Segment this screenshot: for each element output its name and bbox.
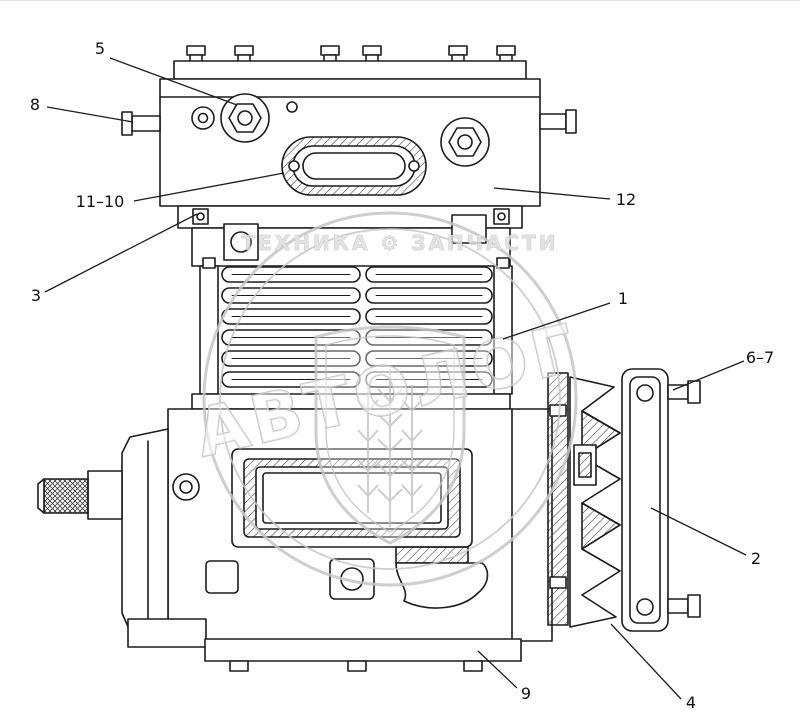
callout-labels: 5 8 11–10 3 12 1 6–7 2 9 4 <box>30 39 774 712</box>
leader-line-1 <box>502 302 611 340</box>
watermark-ring-inner <box>219 228 561 570</box>
watermark-ring-outer <box>202 211 578 587</box>
mounting-bolts <box>667 380 701 618</box>
bottom-flange <box>127 618 522 672</box>
callout-4: 4 <box>686 693 696 712</box>
leader-line-11-10 <box>133 172 285 202</box>
head-top-bolts <box>186 45 516 63</box>
callout-leader-lines <box>44 57 747 700</box>
inspection-window <box>231 448 473 548</box>
callout-5: 5 <box>95 39 105 58</box>
drive-shaft <box>37 470 123 520</box>
callout-11-10: 11–10 <box>76 192 125 211</box>
leader-line-4 <box>610 623 682 700</box>
leader-line-6-7 <box>672 360 745 391</box>
watermark-shield-inner <box>325 335 455 533</box>
head-gasket-plate <box>281 136 427 196</box>
callout-8: 8 <box>30 95 40 114</box>
wheat-icon <box>357 369 423 527</box>
gear-coupling <box>569 376 621 628</box>
leader-line-5 <box>109 57 238 106</box>
leader-line-9 <box>477 650 518 689</box>
callout-6-7: 6–7 <box>746 348 774 367</box>
watermark-band-text: ТЕХНИКА ⚙ ЗАПЧАСТИ <box>241 231 558 255</box>
callout-3: 3 <box>31 286 41 305</box>
callout-12: 12 <box>616 190 636 209</box>
callout-2: 2 <box>751 549 761 568</box>
mounting-plate <box>621 368 669 632</box>
right-gasket <box>547 372 569 626</box>
leader-line-3 <box>44 213 198 293</box>
callout-1: 1 <box>618 289 628 308</box>
leader-line-12 <box>493 187 611 200</box>
lower-bosses <box>205 546 489 609</box>
callout-9: 9 <box>521 684 531 703</box>
upper-body-band <box>191 214 511 267</box>
leader-line-8 <box>46 106 134 123</box>
leader-line-2 <box>650 507 747 556</box>
